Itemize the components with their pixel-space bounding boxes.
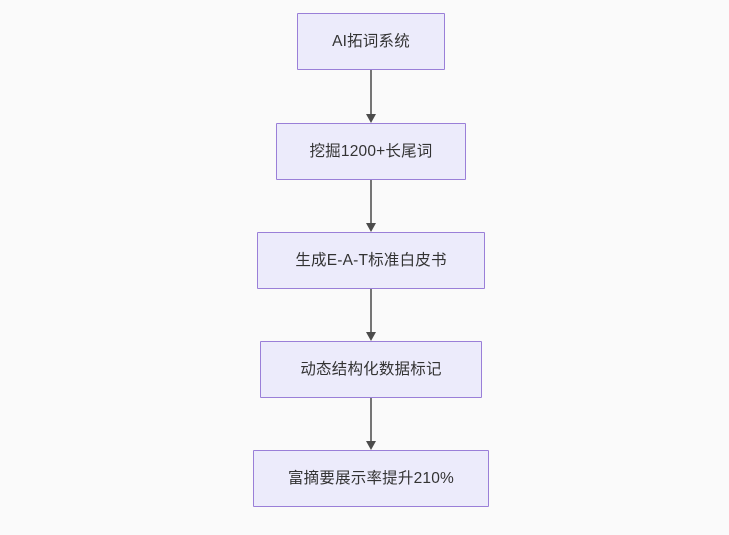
flow-edge-3 [364, 289, 378, 341]
flow-node-generate-eat-whitepaper[interactable]: 生成E-A-T标准白皮书 [257, 232, 485, 289]
flow-node-mine-longtail-keywords[interactable]: 挖掘1200+长尾词 [276, 123, 466, 180]
arrowhead-icon [365, 223, 376, 232]
edge-line [370, 398, 372, 443]
edge-line [370, 180, 372, 225]
node-label: AI拓词系统 [332, 32, 410, 50]
node-label: 富摘要展示率提升210% [287, 469, 455, 487]
arrowhead-icon [365, 441, 376, 450]
node-label: 动态结构化数据标记 [300, 360, 442, 378]
flow-node-dynamic-structured-data-markup[interactable]: 动态结构化数据标记 [260, 341, 482, 398]
flow-node-rich-snippet-uplift[interactable]: 富摘要展示率提升210% [253, 450, 489, 507]
edge-line [370, 289, 372, 334]
flow-edge-1 [364, 70, 378, 123]
node-label: 挖掘1200+长尾词 [309, 142, 433, 160]
flow-edge-2 [364, 180, 378, 232]
edge-line [370, 70, 372, 116]
arrowhead-icon [365, 332, 376, 341]
flow-node-ai-keyword-system[interactable]: AI拓词系统 [297, 13, 445, 70]
arrowhead-icon [365, 114, 376, 123]
node-label: 生成E-A-T标准白皮书 [295, 251, 447, 269]
flow-edge-4 [364, 398, 378, 450]
